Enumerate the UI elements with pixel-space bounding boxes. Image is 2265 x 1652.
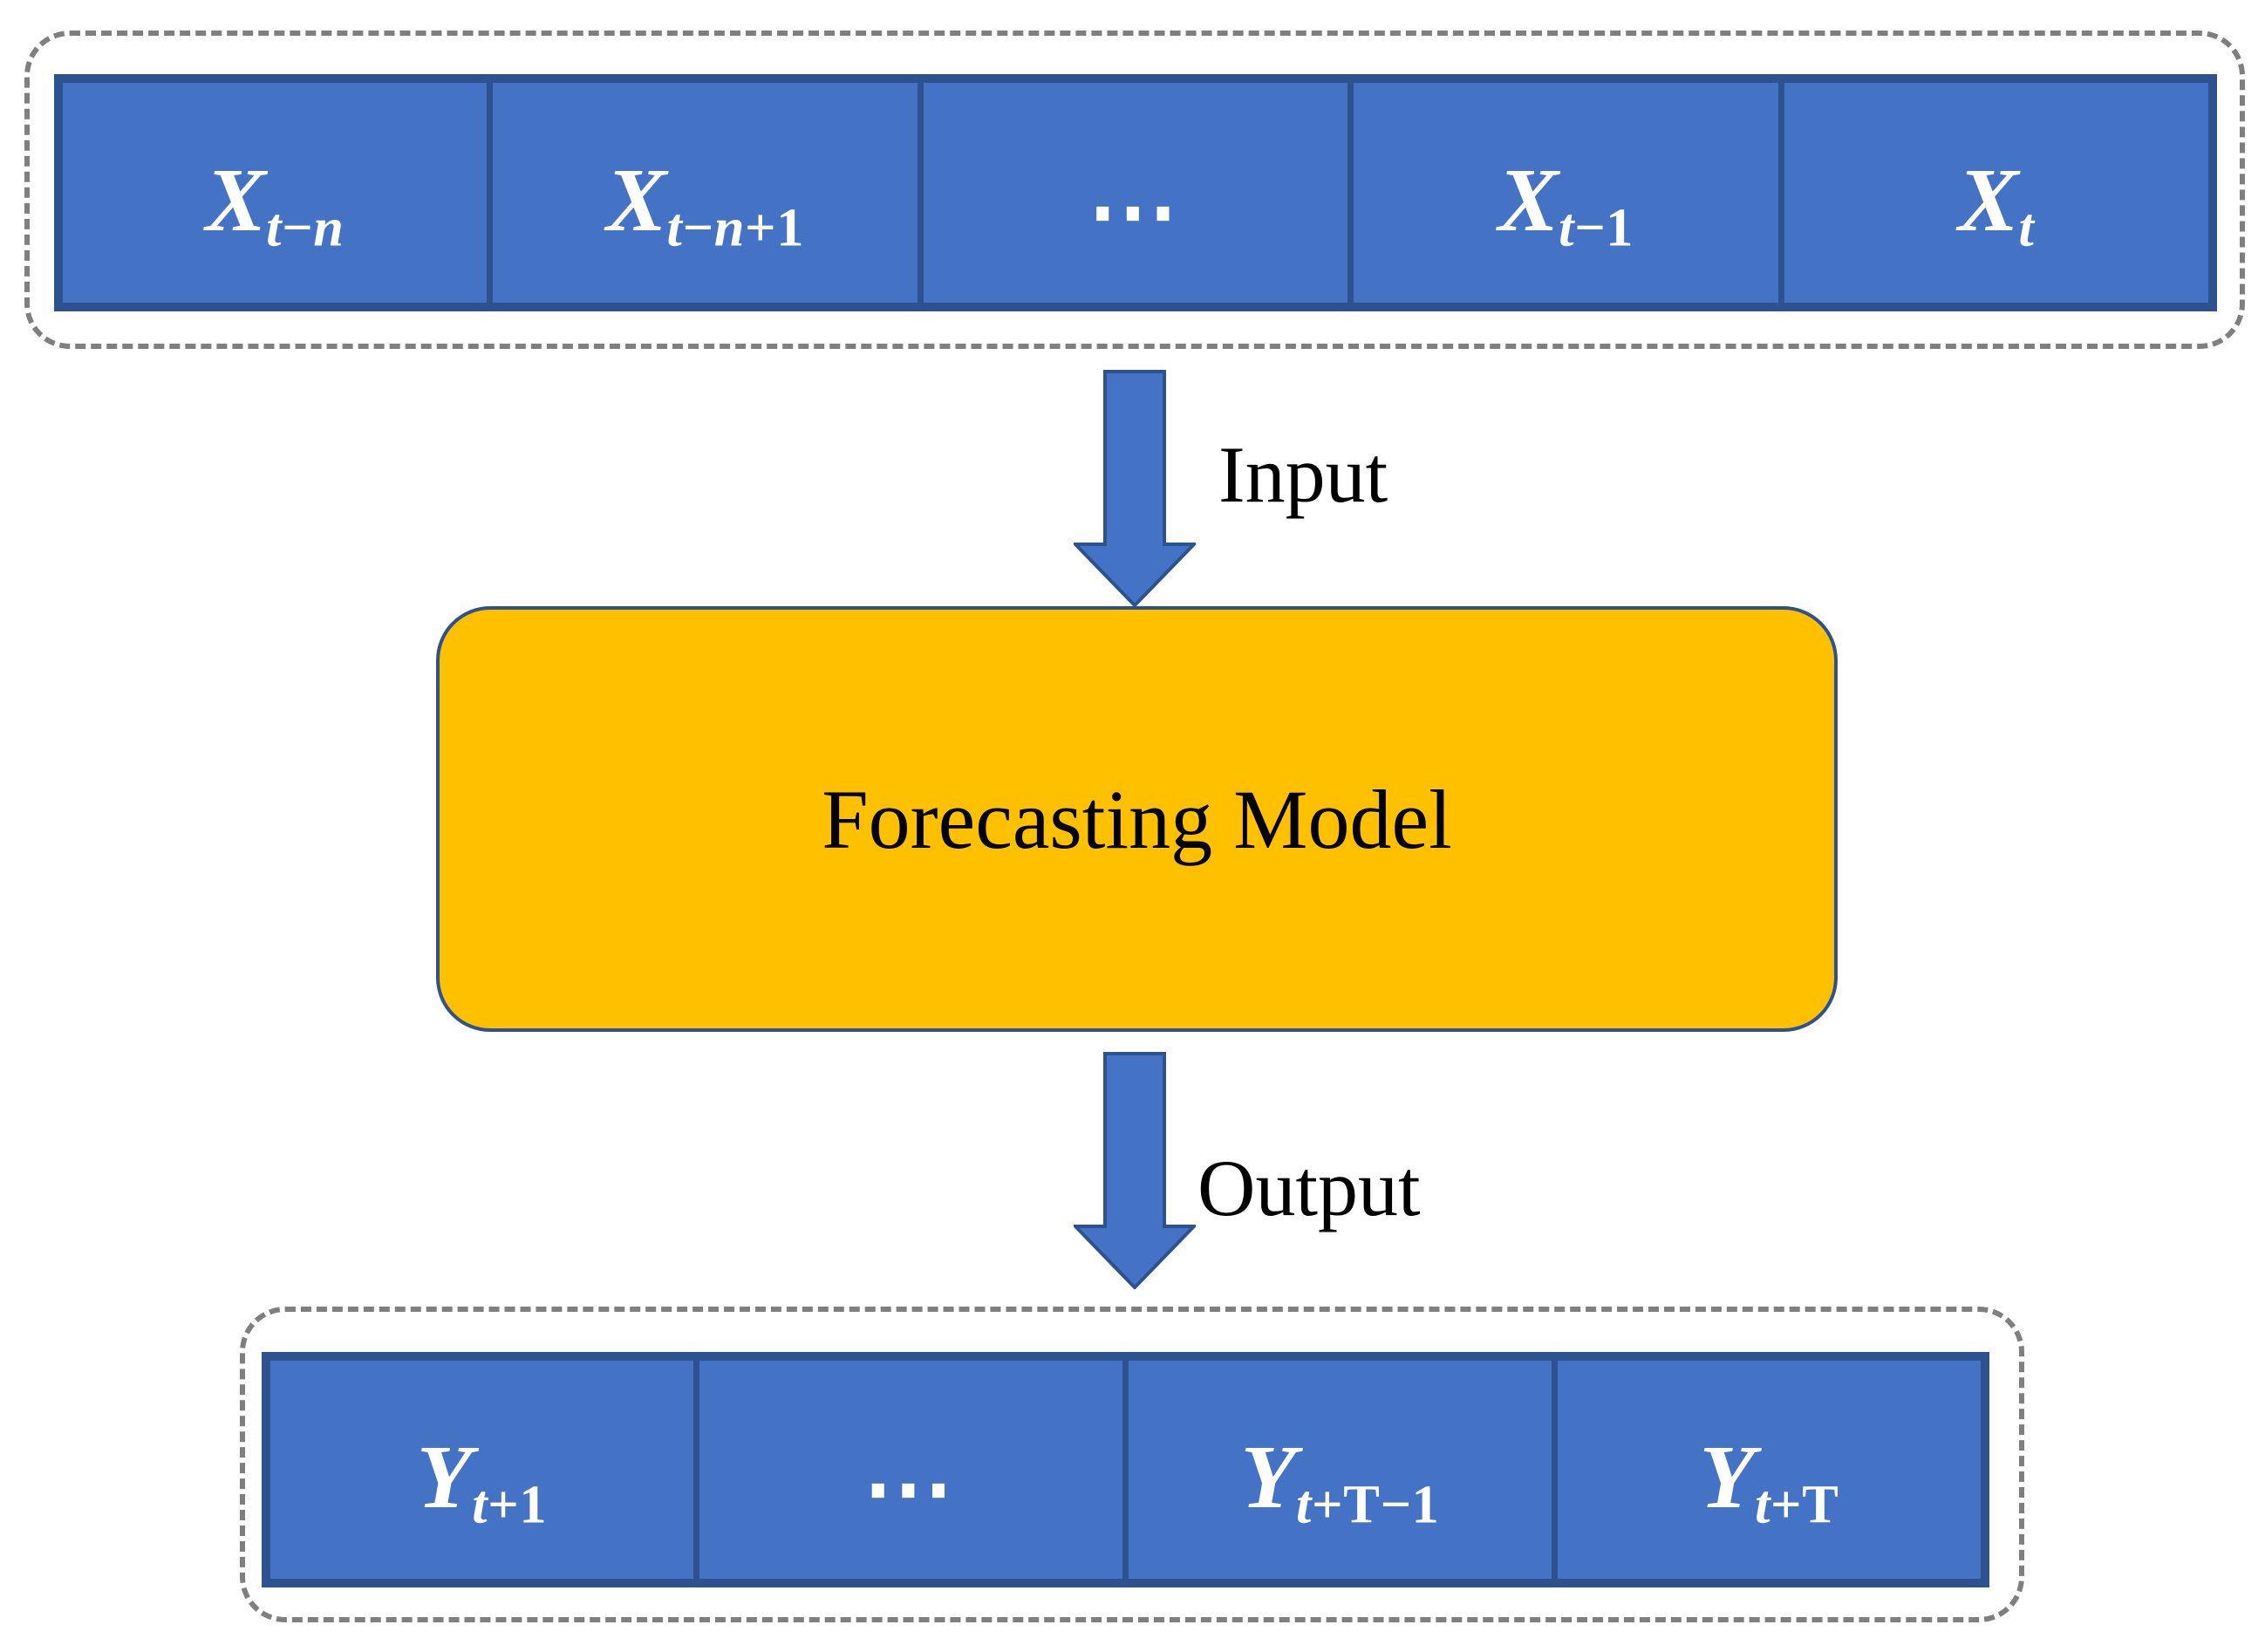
sequence-cell: Xt−1 <box>1354 83 1778 303</box>
sequence-cell-label: Yt+T−1 <box>1240 1426 1440 1535</box>
input-sequence-container <box>24 31 2245 349</box>
sequence-cell: ⋯ <box>699 1361 1122 1579</box>
sequence-cell-label: Xt <box>1958 149 2035 258</box>
output-sequence-container <box>240 1307 2024 1622</box>
ellipsis-label: ⋯ <box>863 1438 959 1539</box>
down-arrow-polygon <box>1074 1052 1196 1289</box>
sequence-cell-label: Yt+1 <box>416 1426 548 1535</box>
sequence-cell: Yt+T <box>1558 1361 1981 1579</box>
sequence-cell: Yt+1 <box>270 1361 693 1579</box>
sequence-cell: Xt−n <box>63 83 488 303</box>
input-down-arrow-icon <box>1074 370 1196 607</box>
input-sequence-bar: Xt−n Xt−n+1 ⋯ Xt−1 Xt <box>54 74 2217 311</box>
sequence-cell: ⋯ <box>923 83 1348 303</box>
sequence-cell-label: Xt−1 <box>1497 149 1634 258</box>
sequence-cell: Yt+T−1 <box>1129 1361 1552 1579</box>
sequence-cell-label: Xt−n+1 <box>606 149 805 258</box>
input-arrow-label: Input <box>1218 430 1388 519</box>
sequence-cell: Xt <box>1784 83 2209 303</box>
output-arrow-label: Output <box>1197 1143 1421 1232</box>
sequence-cell: Xt−n+1 <box>493 83 918 303</box>
sequence-cell-label: Yt+T <box>1699 1426 1839 1535</box>
forecasting-model-box: Forecasting Model <box>436 606 1838 1032</box>
down-arrow-polygon <box>1074 370 1196 607</box>
output-sequence-bar: Yt+1 ⋯ Yt+T−1 Yt+T <box>262 1352 1989 1587</box>
sequence-cell-label: Xt−n <box>205 149 345 258</box>
ellipsis-label: ⋯ <box>1087 161 1184 262</box>
output-down-arrow-icon <box>1074 1052 1196 1289</box>
forecasting-model-label: Forecasting Model <box>822 772 1452 866</box>
